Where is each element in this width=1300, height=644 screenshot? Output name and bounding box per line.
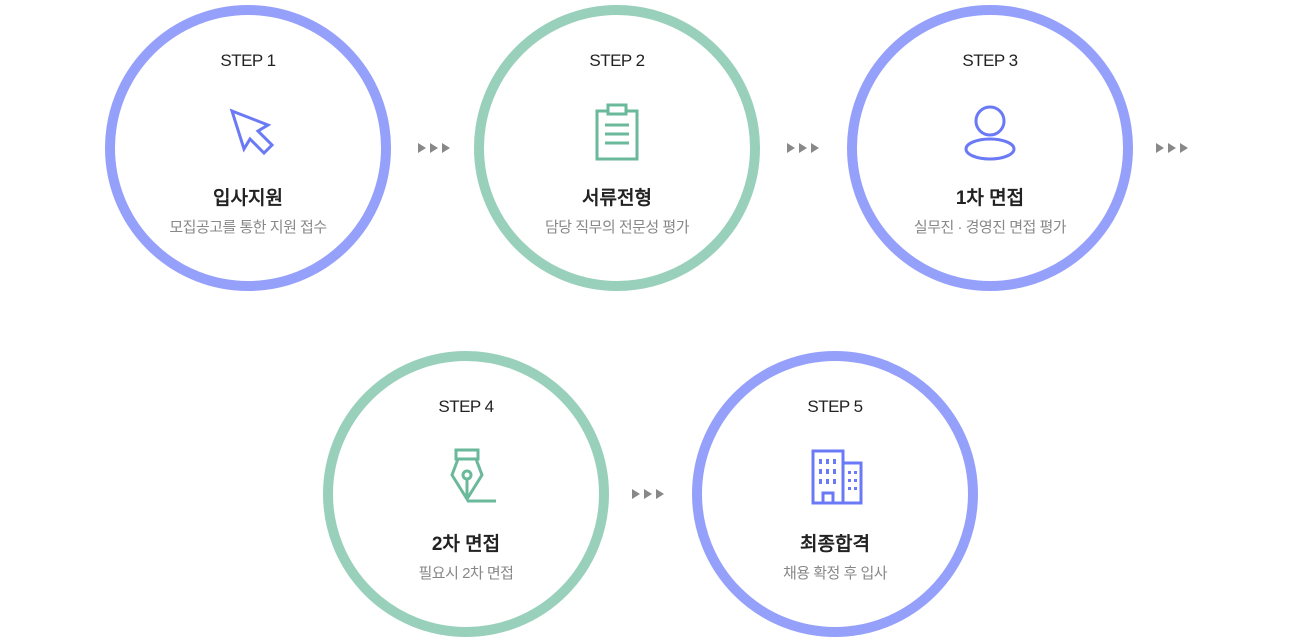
cursor-icon — [229, 108, 275, 156]
step-label: STEP 5 — [807, 397, 863, 416]
step-desc: 모집공고를 통한 지원 접수 — [169, 219, 327, 236]
step-2: STEP 2 서류전형 담당 직무의 전문성 평가 — [474, 5, 760, 291]
arrow-icon — [632, 489, 672, 501]
clipboard-icon — [595, 103, 639, 161]
arrow-icon — [418, 143, 458, 155]
step-label: STEP 4 — [438, 397, 494, 416]
step-desc: 담당 직무의 전문성 평가 — [544, 219, 690, 236]
step-title: 최종합격 — [800, 534, 870, 555]
user-icon — [964, 105, 1016, 161]
building-icon — [811, 449, 863, 505]
step-1: STEP 1 입사지원 모집공고를 통한 지원 접수 — [105, 5, 391, 291]
pen-icon — [450, 448, 496, 503]
step-label: STEP 3 — [962, 51, 1018, 70]
step-title: 2차 면접 — [431, 534, 501, 555]
step-5: STEP 5 최종합격 채용 확정 후 입사 — [692, 351, 978, 637]
step-label: STEP 2 — [589, 51, 645, 70]
arrow-icon — [787, 143, 827, 155]
arrow-icon — [1156, 143, 1196, 155]
step-label: STEP 1 — [220, 51, 276, 70]
step-desc: 필요시 2차 면접 — [418, 565, 514, 582]
step-desc: 실무진 · 경영진 면접 평가 — [913, 219, 1067, 236]
step-4: STEP 4 2차 면접 필요시 2차 면접 — [323, 351, 609, 637]
step-3: STEP 3 1차 면접 실무진 · 경영진 면접 평가 — [847, 5, 1133, 291]
step-title: 입사지원 — [213, 188, 283, 209]
step-desc: 채용 확정 후 입사 — [782, 565, 888, 582]
step-title: 서류전형 — [582, 188, 652, 209]
step-title: 1차 면접 — [955, 188, 1025, 209]
